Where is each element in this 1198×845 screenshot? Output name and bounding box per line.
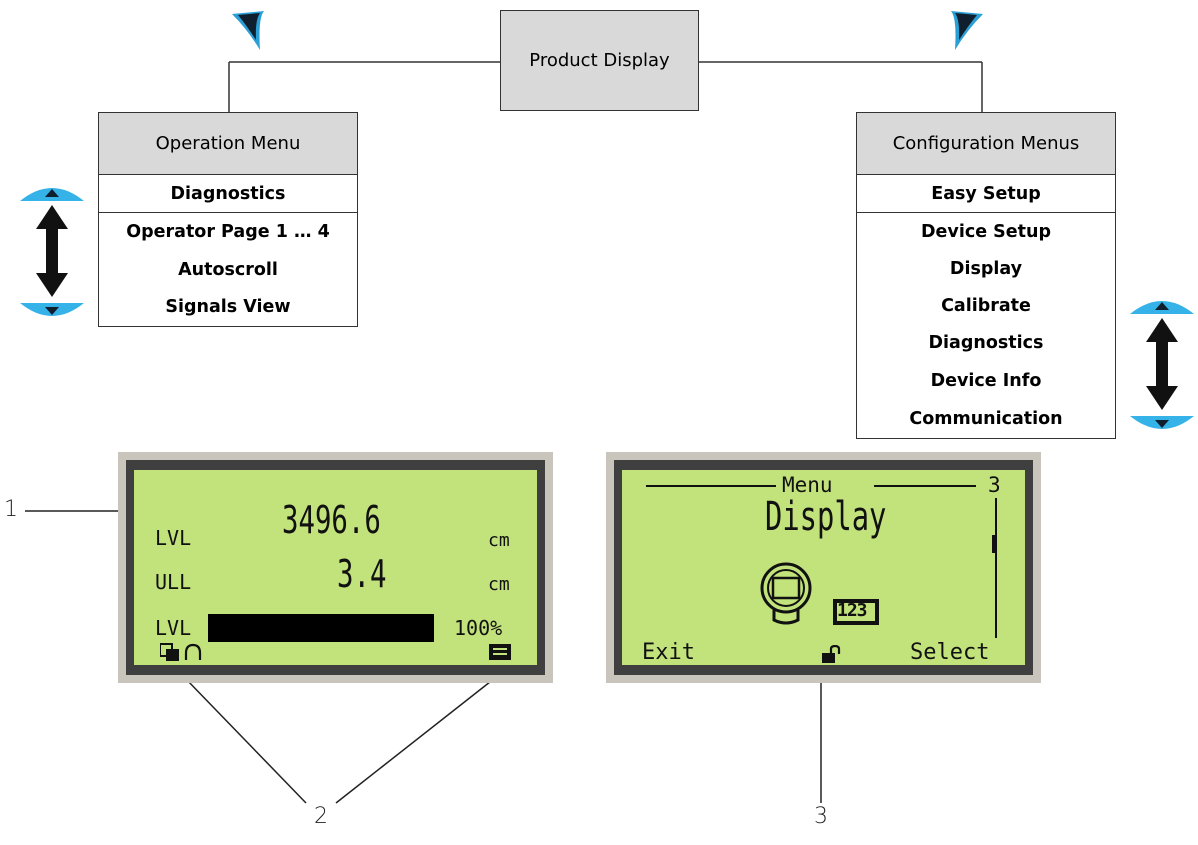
up-down-scroll-icon[interactable] [18, 177, 86, 327]
menu-display-frame: Menu 3 Display 123 Exit Select [606, 452, 1041, 683]
select-softkey[interactable]: Select [910, 640, 990, 665]
secondary-value: 3.4 [337, 552, 387, 596]
primary-value: 3496.6 [282, 498, 381, 542]
menu-header: Menu [782, 473, 833, 497]
menu-item-label: Calibrate [941, 295, 1031, 316]
configuration-menus-title: Configuration Menus [892, 133, 1080, 154]
operation-menu-item[interactable]: Diagnostics [98, 174, 358, 213]
keypad-icon-text: 123 [837, 600, 867, 621]
product-display-label: Product Display [529, 50, 670, 71]
display-bezel: Menu 3 Display 123 Exit Select [614, 460, 1033, 675]
operation-menu-item[interactable]: Operator Page 1 … 4 [98, 213, 358, 252]
row-label: ULL [155, 570, 192, 594]
menu-display-screen: Menu 3 Display 123 Exit Select [622, 470, 1025, 665]
menu-item-label: Diagnostics [928, 333, 1044, 353]
display-bezel: 3496.6 LVL cm 3.4 ULL cm LVL 100% [126, 460, 545, 675]
menu-item-label: Easy Setup [931, 183, 1041, 204]
configuration-menu-list: Easy Setup Device Setup Display Calibrat… [856, 174, 1116, 440]
menu-item-label: Diagnostics [170, 183, 286, 204]
operation-menu-list: Diagnostics Operator Page 1 … 4 Autoscro… [98, 174, 358, 327]
callout-3: 3 [814, 804, 828, 829]
menu-icon [489, 644, 511, 660]
scrollbar-thumb[interactable] [992, 535, 996, 553]
lock-open-icon [822, 645, 841, 663]
operation-menu-item[interactable]: Autoscroll [98, 251, 358, 289]
configuration-menu-item[interactable]: Device Info [856, 362, 1116, 401]
operation-menu-title: Operation Menu [155, 133, 301, 154]
operator-display-frame: 3496.6 LVL cm 3.4 ULL cm LVL 100% [118, 452, 553, 683]
status-icon [160, 643, 202, 661]
keypad-icon: 123 [833, 599, 879, 625]
transmitter-icon [760, 562, 812, 625]
operator-display-screen: 3496.6 LVL cm 3.4 ULL cm LVL 100% [134, 470, 537, 665]
operation-menu-title-box: Operation Menu [98, 112, 358, 175]
header-rule [874, 485, 976, 487]
up-down-scroll-icon[interactable] [1128, 290, 1196, 440]
menu-item-label: Signals View [165, 297, 291, 317]
menu-item-label: Display [949, 258, 1023, 279]
row-unit: cm [488, 530, 510, 551]
callout-1: 1 [4, 497, 18, 522]
configuration-menu-item[interactable]: Device Setup [856, 213, 1116, 251]
bargraph-fill [208, 614, 434, 642]
callout-2: 2 [314, 804, 328, 829]
right-navigation-key-icon[interactable] [945, 10, 985, 52]
configuration-menu-item[interactable]: Diagnostics [856, 324, 1116, 363]
page-number: 3 [988, 473, 1001, 497]
configuration-menu-item[interactable]: Display [856, 250, 1116, 288]
row-unit: cm [488, 574, 510, 595]
configuration-menu-item[interactable]: Easy Setup [856, 174, 1116, 213]
configuration-menus-title-box: Configuration Menus [856, 112, 1116, 175]
configuration-menu-item[interactable]: Communication [856, 400, 1116, 439]
menu-item-label: Operator Page 1 … 4 [126, 222, 330, 242]
scrollbar-track [995, 498, 997, 638]
menu-item-label: Device Setup [921, 221, 1051, 242]
operation-menu-item[interactable]: Signals View [98, 288, 358, 327]
row-label: LVL [155, 526, 192, 550]
menu-item-label: Communication [909, 409, 1063, 429]
bar-label: LVL [155, 616, 192, 640]
exit-softkey[interactable]: Exit [642, 640, 695, 665]
left-navigation-key-icon[interactable] [230, 10, 270, 52]
product-display-box: Product Display [500, 10, 699, 111]
configuration-menu-item[interactable]: Calibrate [856, 287, 1116, 325]
menu-title: Display [765, 494, 887, 540]
header-rule [646, 485, 776, 487]
bar-percent: 100% [454, 616, 503, 640]
menu-item-label: Autoscroll [178, 259, 278, 280]
bargraph-track [208, 614, 434, 642]
menu-item-label: Device Info [930, 371, 1042, 391]
